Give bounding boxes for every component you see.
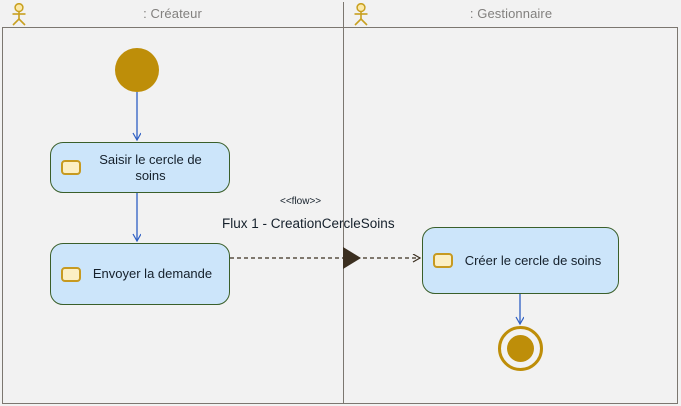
swimlane-header-createur[interactable]: : Créateur [2,2,343,28]
activity-node-label: Saisir le cercle de soins [99,151,202,183]
final-node[interactable] [498,326,543,371]
actor-stick-figure-icon [12,3,26,26]
swimlane-header-gestionnaire[interactable]: : Gestionnaire [343,2,678,28]
activity-node-creer-cercle-soins[interactable]: Créer le cercle de soins [422,227,619,294]
flow-name-label: Flux 1 - CreationCercleSoins [222,216,395,231]
activity-node-saisir-cercle-soins[interactable]: Saisir le cercle de soins [50,142,230,193]
activity-note-icon [433,253,453,268]
activity-note-icon [61,160,81,175]
activity-note-icon [61,266,81,282]
edge-activity2-to-activity3[interactable] [230,247,420,269]
swimlane-title-createur: : Créateur [143,6,202,21]
actor-stick-figure-icon [354,3,368,26]
activity-node-label: Envoyer la demande [92,266,213,281]
swimlane-title-gestionnaire: : Gestionnaire [469,6,553,21]
activity-node-label: Créer le cercle de soins [464,252,602,268]
swimlane-divider [343,2,344,404]
initial-node[interactable] [115,48,159,92]
flow-arrowhead-icon [343,247,361,269]
activity-node-envoyer-demande[interactable]: Envoyer la demande [50,243,230,305]
flow-stereotype-label: <<flow>> [280,196,322,207]
